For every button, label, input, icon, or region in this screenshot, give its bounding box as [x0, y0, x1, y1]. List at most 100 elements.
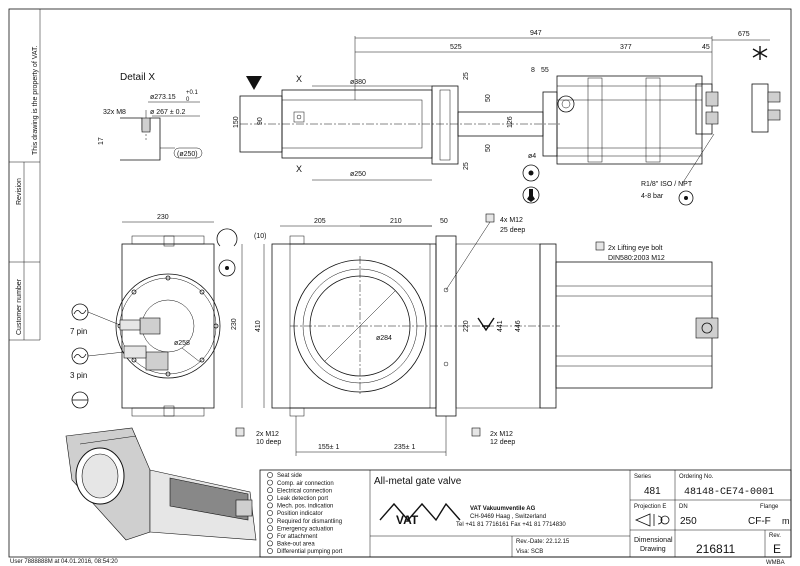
dim-525: 525 [450, 44, 462, 51]
dim-220: 220 [463, 320, 470, 332]
detail-tol-minus: 0 [186, 97, 190, 103]
legend-symbol-icon [267, 494, 273, 501]
legend-symbol-icon [267, 472, 273, 478]
bakeout-icon [522, 186, 540, 204]
dim-126: 126 [507, 116, 514, 128]
dim-dia-380: ø380 [350, 79, 366, 86]
company-address: CH-9469 Haag , Switzerland [470, 514, 546, 520]
legend-symbol-icon [267, 540, 273, 547]
actuator-cylinder [556, 75, 703, 165]
flange-value: CF-F [748, 516, 771, 527]
dimensional-label: Dimensional [634, 537, 673, 544]
legend-item: Position indicator [277, 511, 323, 517]
dim-446: 446 [515, 320, 522, 332]
seat-side-icon [246, 76, 262, 90]
section-x-top: X [296, 74, 302, 84]
leak-port-icon [522, 164, 540, 182]
drawing-number: 216811 [696, 542, 735, 556]
pin3-label: 3 pin [70, 371, 87, 380]
legend-symbol-icon [267, 517, 273, 524]
svg-text:25 deep: 25 deep [500, 227, 525, 234]
dim-675: 675 [738, 31, 750, 38]
section-x-bottom: X [296, 164, 302, 174]
legend-item: Leak detection port [277, 496, 328, 502]
position-indicator-icon [218, 259, 236, 277]
detail-x: Detail X ø273.15 +0.1 0 ø 267 ± 0.2 32x … [98, 72, 203, 161]
legend-item: Emergency actuation [277, 526, 333, 532]
svg-text:DIN580:2003 M12: DIN580:2003 M12 [608, 255, 665, 262]
dim-150: 150 [233, 116, 240, 128]
air-pressure-note: 4-8 bar [641, 193, 664, 200]
dn-value: 250 [680, 516, 697, 527]
legend-symbol-icon [267, 479, 273, 486]
drawing-title: All-metal gate valve [374, 476, 462, 487]
comp-air-icon [678, 190, 694, 206]
left-view: 230 ø258 230 410 7 pin 3 pi [70, 214, 265, 417]
ordering-label: Ordering No. [679, 474, 714, 480]
dim-410: 410 [255, 320, 262, 332]
corner-code: WMBA [766, 560, 785, 566]
legend-item: Differential pumping port [277, 549, 343, 555]
dim-dia-284: ø284 [376, 335, 392, 342]
detail-dim-267: ø 267 ± 0.2 [150, 109, 185, 116]
vat-logo-text: VAT [396, 513, 419, 527]
rev-value: E [773, 542, 781, 556]
vat-logo-shape [379, 502, 461, 522]
title-block: All-metal gate valve VAT VAT Vakuumventi… [259, 469, 792, 566]
dim-205: 205 [314, 218, 326, 225]
series-value: 481 [644, 486, 661, 497]
svg-text:12 deep: 12 deep [490, 439, 515, 446]
callout-lifting-eye-bolt: 2x Lifting eye bolt DIN580:2003 M12 [595, 241, 665, 262]
dim-90: 90 [257, 117, 264, 125]
company-phone: Tel +41 81 7716161 Fax +41 81 7714830 [456, 522, 566, 528]
detail-depth: 17 [98, 137, 105, 145]
dim-50a: 50 [485, 94, 492, 102]
air-connection-note: R1/8" ISO / NPT [641, 181, 693, 188]
legend-item: Seat side [277, 473, 303, 479]
series-label: Series [634, 474, 651, 480]
unit-value: m [782, 516, 790, 526]
legend-symbol-icon [267, 525, 273, 532]
dim-dia-250: ø250 [350, 171, 366, 178]
legend-item: Bake-out area [277, 542, 315, 548]
top-view: 947 525 377 45 675 8 55 ø380 ø250 X X 15… [233, 30, 781, 206]
property-notice: This drawing is the property of VAT. [32, 45, 39, 155]
dim-dia-258: ø258 [174, 340, 190, 347]
flange-label: Flange [760, 504, 779, 510]
pin7-label: 7 pin [70, 327, 87, 336]
detail-dim-273: ø273.15 [150, 94, 176, 101]
dim-25a: 25 [463, 72, 470, 80]
footer-stamp: User 7888888M at 04.01.2016, 08:54:20 [10, 559, 118, 565]
ordering-value: 48148-CE74-0001 [684, 487, 774, 498]
dim-8: 8 [531, 67, 535, 74]
dim-25b: 25 [463, 162, 470, 170]
projection-symbol-icon [634, 513, 663, 527]
svg-text:10 deep: 10 deep [256, 439, 281, 446]
rev-date: Rev.-Date: 22.12.15 [516, 539, 570, 545]
company-name: VAT Vakuumventile AG [470, 506, 536, 512]
legend-item: Required for dismantling [277, 519, 342, 525]
dim-210: 210 [390, 218, 402, 225]
dim-230-horizontal: 230 [157, 214, 169, 221]
dim-441: 441 [497, 320, 504, 332]
dim-dia-4: ø4 [528, 153, 536, 160]
dim-55: 55 [541, 67, 549, 74]
customer-number-label: Customer number [16, 278, 23, 335]
detail-dim-250: (ø250) [177, 151, 198, 158]
legend-symbol-icon [267, 548, 273, 554]
legend-item: Mech. pos. indication [277, 504, 333, 510]
legend-item: Comp. air connection [277, 481, 334, 487]
isometric-view [65, 427, 257, 541]
projection-label: Projection E [634, 504, 666, 510]
dim-45: 45 [702, 44, 710, 51]
legend-symbol-icon [267, 502, 273, 509]
svg-text:2x Lifting eye bolt: 2x Lifting eye bolt [608, 245, 663, 252]
asterisk-dismantling-icon [752, 46, 768, 60]
dim-50b: 50 [485, 144, 492, 152]
detail-x-title: Detail X [120, 72, 155, 83]
legend-symbol-icon [267, 510, 273, 516]
legend-symbol-icon [267, 487, 273, 494]
dim-230-vertical: 230 [231, 318, 238, 330]
